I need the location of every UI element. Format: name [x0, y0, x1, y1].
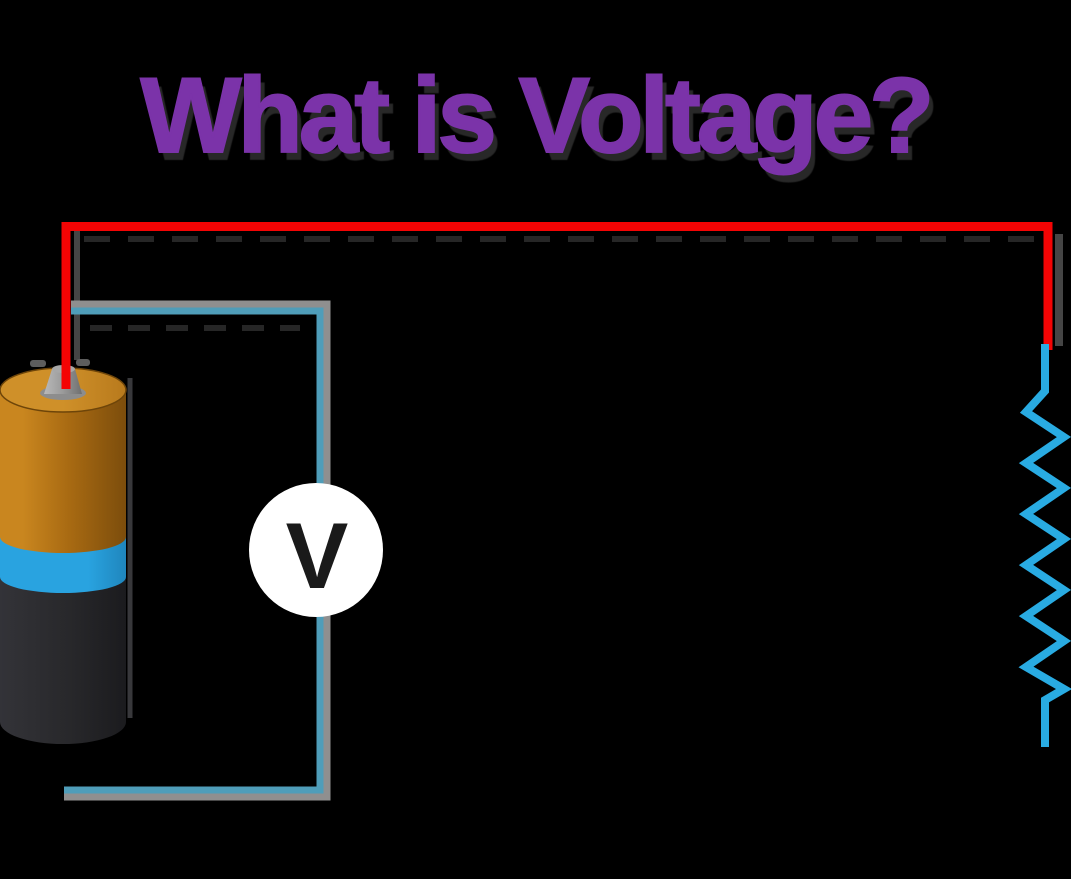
positive-wire: [61, 222, 1053, 389]
shadow-artifacts: [74, 230, 1063, 718]
voltmeter-label: V: [286, 503, 349, 608]
page-title: What is Voltage?: [139, 55, 935, 175]
resistor: [1018, 344, 1071, 747]
battery-stripe: [0, 537, 126, 593]
voltmeter: V: [249, 483, 383, 617]
battery: [0, 359, 127, 744]
